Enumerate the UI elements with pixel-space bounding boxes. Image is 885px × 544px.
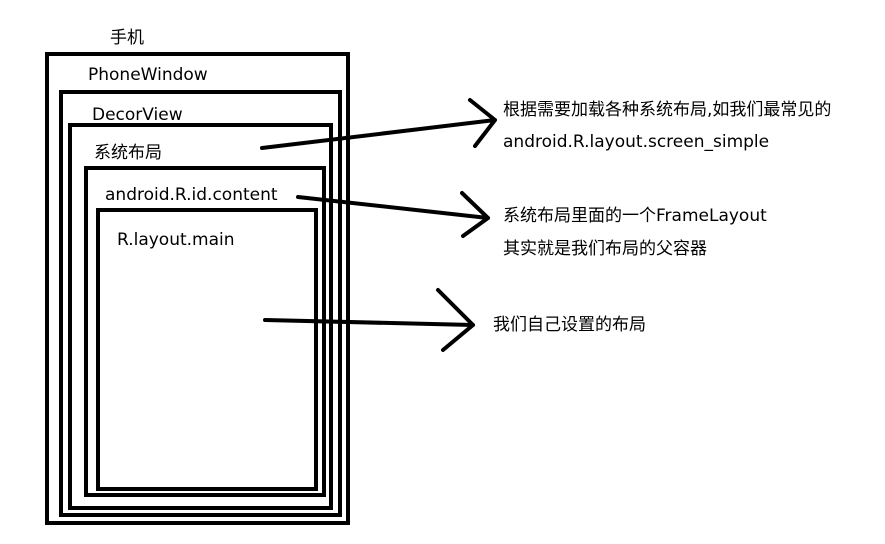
- system-layout-note-line2: android.R.layout.screen_simple: [503, 132, 770, 152]
- system-layout-arrow: [260, 98, 497, 150]
- main-layout-label: R.layout.main: [117, 230, 235, 250]
- main-layout-box: [96, 208, 318, 491]
- system-layout-note-line1: 根据需要加载各种系统布局,如我们最常见的: [503, 100, 832, 120]
- content-note-line2: 其实就是我们布局的父容器: [503, 239, 707, 259]
- phone-window-box: [59, 90, 342, 517]
- phone-box: [45, 52, 350, 525]
- system-layout-box: [84, 166, 326, 497]
- content-note-line1: 系统布局里面的一个FrameLayout: [503, 206, 767, 226]
- decor-view-label: DecorView: [92, 105, 183, 125]
- main-layout-arrow: [263, 288, 475, 352]
- system-layout-label: 系统布局: [94, 143, 162, 163]
- content-label: android.R.id.content: [105, 185, 278, 205]
- content-arrow: [296, 191, 490, 238]
- phone-label: 手机: [110, 28, 144, 48]
- main-layout-note: 我们自己设置的布局: [493, 315, 646, 335]
- decor-view-box: [68, 123, 333, 510]
- phone-window-label: PhoneWindow: [88, 65, 208, 85]
